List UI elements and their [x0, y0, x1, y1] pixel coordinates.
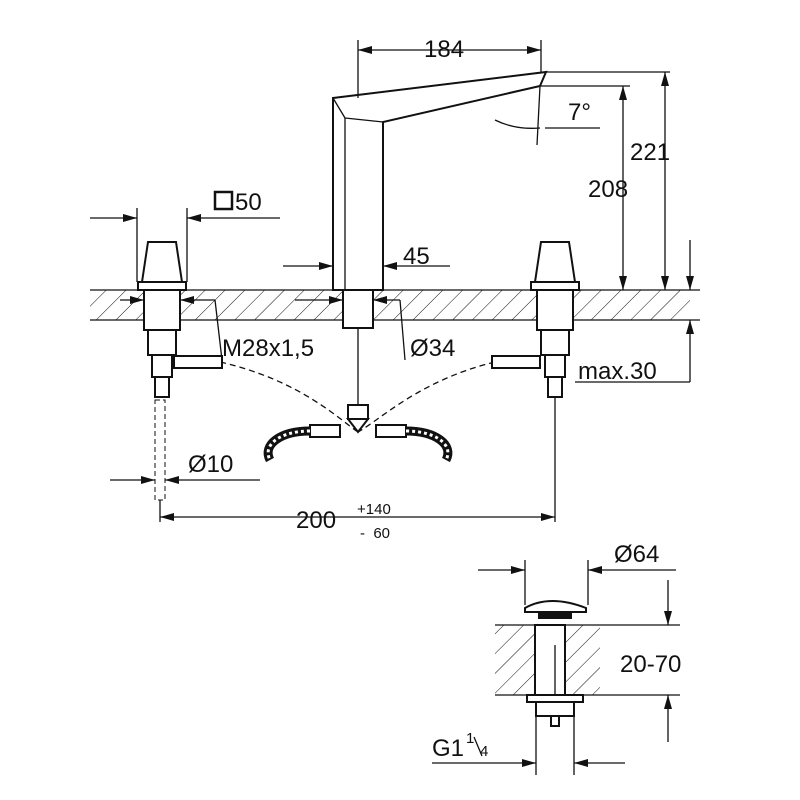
- tolerance-minus-label: - 60: [360, 525, 390, 542]
- hole-diameter-label: Ø34: [410, 335, 455, 362]
- handle-size-label: 50: [235, 189, 262, 216]
- square-icon: [213, 190, 234, 211]
- drain-thread-denominator: 4: [480, 743, 488, 760]
- drain-diameter-label: Ø64: [614, 541, 659, 568]
- right-handle-valve: [491, 241, 580, 522]
- supply-diameter-label: Ø10: [188, 451, 233, 478]
- drain-thread-numerator: 1: [466, 730, 474, 747]
- max-thickness-label: max.30: [578, 358, 657, 385]
- pop-up-drain: [432, 560, 680, 775]
- dimension-lines: [90, 40, 694, 522]
- tolerance-plus-label: +140: [357, 501, 391, 518]
- drain-range-label: 20-70: [620, 651, 681, 678]
- drain-thread-label: G1: [432, 735, 464, 762]
- supply-hoses: [219, 361, 496, 463]
- spout-reach-label: 184: [424, 36, 464, 63]
- spout-angle-label: 7°: [568, 99, 591, 126]
- spout-height-label: 208: [588, 176, 628, 203]
- center-distance-label: 200: [296, 507, 336, 534]
- total-height-label: 221: [630, 139, 670, 166]
- thread-label: M28x1,5: [222, 335, 314, 362]
- fraction-slash: [473, 736, 483, 757]
- countertop-section: [90, 289, 700, 321]
- spout-base-width-label: 45: [403, 243, 430, 270]
- spout: [332, 70, 548, 434]
- left-handle-valve: [137, 241, 223, 501]
